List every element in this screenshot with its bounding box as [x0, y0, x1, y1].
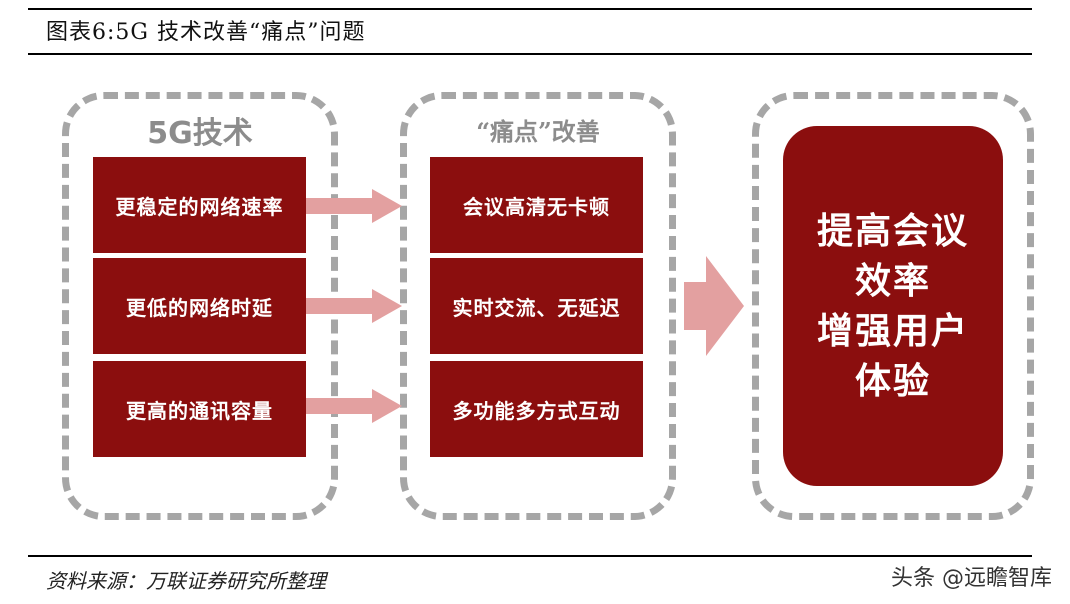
result-line-2: 效率 — [854, 260, 931, 302]
tech-item-2: 更低的网络时延 — [93, 258, 306, 354]
arrow-right-icon — [306, 189, 402, 223]
arrow-right-icon — [306, 389, 402, 423]
pain-point-item-3: 多功能多方式互动 — [430, 361, 643, 457]
top-rule — [28, 8, 1032, 10]
result-column-frame — [752, 92, 1034, 520]
arrow-right-icon — [306, 289, 402, 323]
title-rule — [28, 53, 1032, 55]
pain-point-item-1: 会议高清无卡顿 — [430, 157, 643, 253]
pain-point-column-title: “痛点”改善 — [476, 117, 600, 146]
tech-column-title: 5G技术 — [147, 116, 253, 151]
result-line-4: 体验 — [854, 360, 931, 402]
pain-point-column-frame — [400, 92, 676, 520]
big-arrow-right-icon — [684, 256, 744, 356]
tech-item-3: 更高的通讯容量 — [93, 361, 306, 457]
result-line-1: 提高会议 — [816, 210, 969, 252]
source-note: 资料来源：万联证券研究所整理 — [46, 569, 326, 593]
result-box: 提高会议 效率 增强用户 体验 — [783, 126, 1003, 486]
figure-title: 图表6:5G 技术改善“痛点”问题 — [46, 20, 366, 45]
result-line-3: 增强用户 — [816, 310, 969, 352]
bottom-rule — [28, 555, 1032, 557]
pain-point-item-2: 实时交流、无延迟 — [430, 258, 643, 354]
tech-item-1: 更稳定的网络速率 — [93, 157, 306, 253]
watermark: 头条 @远瞻智库 — [891, 566, 1052, 591]
